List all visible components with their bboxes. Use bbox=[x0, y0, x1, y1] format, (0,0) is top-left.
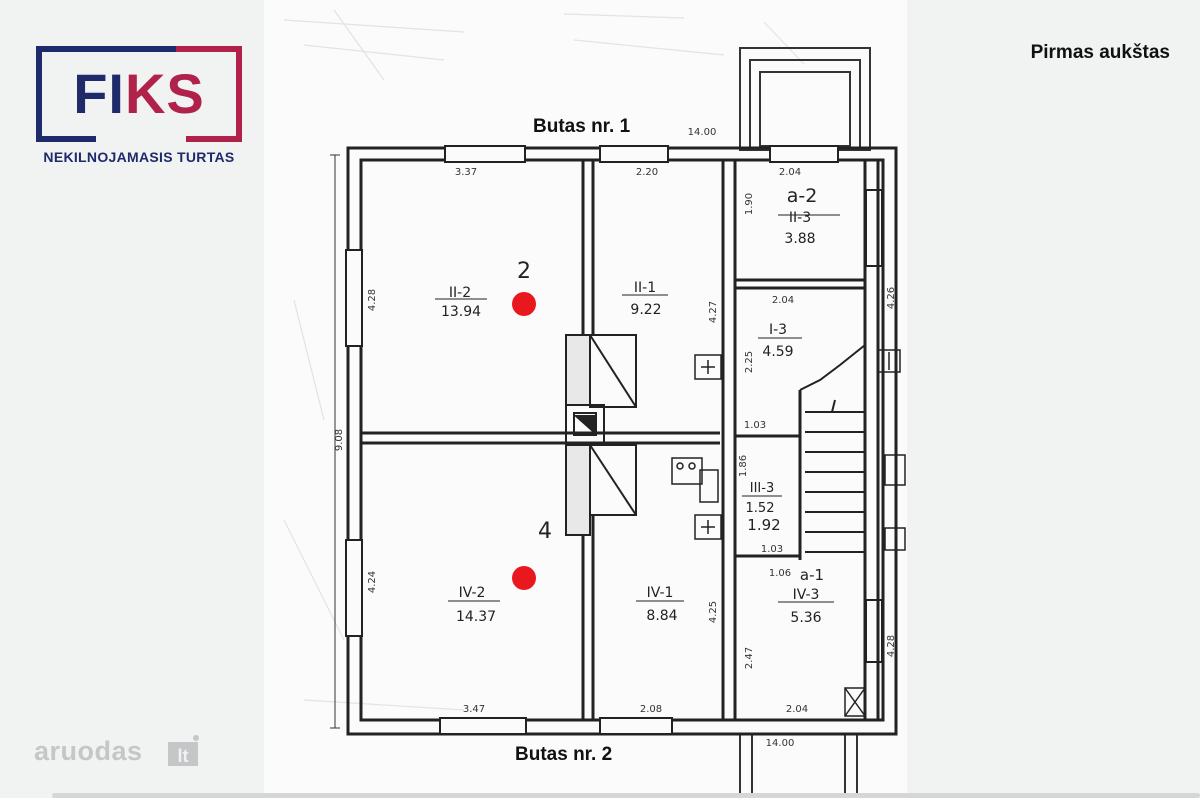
room-area: 5.36 bbox=[790, 610, 821, 626]
faint-scan-marks bbox=[283, 9, 805, 711]
dim-hall-c: 2.47 bbox=[744, 647, 755, 669]
apartment-1-label: Butas nr. 1 bbox=[533, 116, 631, 137]
logo-main-text: FI bbox=[73, 62, 125, 125]
room-area: 4.59 bbox=[762, 344, 793, 360]
dim-hall-g: 1.03 bbox=[744, 420, 766, 431]
room-code: a-1 bbox=[800, 566, 824, 584]
room-labels: II-2 13.94 2 II-1 9.22 a-2 II-3 3.88 I-3… bbox=[435, 185, 840, 626]
logo-wordmark: FIKS bbox=[36, 56, 242, 132]
dim-right-lower: 4.28 bbox=[886, 635, 897, 657]
room-code: I-3 bbox=[769, 322, 787, 338]
lower-extension bbox=[739, 735, 858, 798]
dim-left-lower: 4.24 bbox=[367, 571, 378, 593]
dim-mid-upper: 4.27 bbox=[708, 301, 719, 323]
room-code: II-1 bbox=[634, 280, 656, 296]
room-mark: 2 bbox=[517, 259, 531, 284]
room-area: 8.84 bbox=[646, 608, 677, 624]
aruodas-watermark: aruodas bbox=[34, 736, 143, 767]
room-code-secondary: IV-3 bbox=[793, 587, 820, 603]
dim-mid-lower: 4.25 bbox=[708, 601, 719, 623]
dim-top-mid: 2.20 bbox=[636, 167, 658, 178]
watermark-text: aruodas bbox=[34, 736, 143, 766]
dim-hall-a: 1.90 bbox=[744, 193, 755, 215]
dim-top-left: 3.37 bbox=[455, 167, 477, 178]
upper-extension bbox=[739, 47, 871, 151]
room-code: a-2 bbox=[787, 185, 818, 207]
room-code: IV-1 bbox=[647, 585, 674, 601]
dim-hall-e: 1.03 bbox=[761, 544, 783, 555]
apartment-2-label: Butas nr. 2 bbox=[515, 744, 613, 765]
dim-bottom-right: 2.04 bbox=[786, 704, 808, 715]
staircase bbox=[799, 344, 866, 553]
dim-hall-top: 2.04 bbox=[772, 295, 794, 306]
dim-bottom-mid: 2.08 bbox=[640, 704, 662, 715]
room-code: III-3 bbox=[750, 481, 774, 496]
dim-right-upper: 4.26 bbox=[886, 287, 897, 309]
fixtures bbox=[671, 349, 906, 717]
aruodas-house-icon: lt bbox=[168, 735, 199, 766]
room-area: 9.22 bbox=[630, 302, 661, 318]
dim-hall-b: 2.25 bbox=[744, 351, 755, 373]
dim-bottom-total: 14.00 bbox=[766, 738, 795, 749]
marker-dot-lower bbox=[512, 566, 536, 590]
dimension-labels: 14.00 3.37 2.20 2.04 3.47 2.08 2.04 14.0… bbox=[334, 127, 897, 749]
room-area: 1.52 bbox=[746, 501, 775, 516]
dim-bottom-left: 3.47 bbox=[463, 704, 485, 715]
right-panel bbox=[907, 0, 1200, 798]
room-code-secondary: II-3 bbox=[789, 210, 811, 226]
room-area-secondary: 1.92 bbox=[747, 516, 780, 534]
dim-top-total: 14.00 bbox=[688, 127, 717, 138]
room-area: 14.37 bbox=[456, 609, 496, 625]
logo-accent-text: KS bbox=[124, 62, 205, 125]
watermark-suffix: lt bbox=[178, 746, 189, 766]
room-area: 3.88 bbox=[784, 231, 815, 247]
interior-walls bbox=[361, 160, 880, 720]
room-code: II-2 bbox=[449, 285, 471, 301]
dim-hall-f: 1.06 bbox=[769, 568, 791, 579]
room-mark: 4 bbox=[538, 519, 552, 544]
logo-subtitle: NEKILNOJAMASIS TURTAS bbox=[43, 149, 235, 165]
floor-plan: II-2 13.94 2 II-1 9.22 a-2 II-3 3.88 I-3… bbox=[330, 47, 906, 798]
fiks-logo: FIKS NEKILNOJAMASIS TURTAS bbox=[36, 46, 242, 166]
dimension-lines bbox=[330, 154, 340, 729]
horizontal-scrollbar[interactable] bbox=[52, 793, 1200, 798]
dim-left-upper: 4.28 bbox=[367, 289, 378, 311]
room-area: 13.94 bbox=[441, 304, 481, 320]
floor-title: Pirmas aukštas bbox=[1030, 42, 1170, 63]
window-marks bbox=[345, 145, 883, 735]
room-code: IV-2 bbox=[459, 585, 486, 601]
dim-top-right: 2.04 bbox=[779, 167, 801, 178]
logo-frame-icon bbox=[36, 46, 242, 142]
dim-left-total: 9.08 bbox=[334, 429, 345, 451]
marker-dot-upper bbox=[512, 292, 536, 316]
dim-hall-d: 1.86 bbox=[738, 455, 749, 477]
left-panel bbox=[0, 0, 264, 798]
chimney-block bbox=[565, 334, 637, 536]
